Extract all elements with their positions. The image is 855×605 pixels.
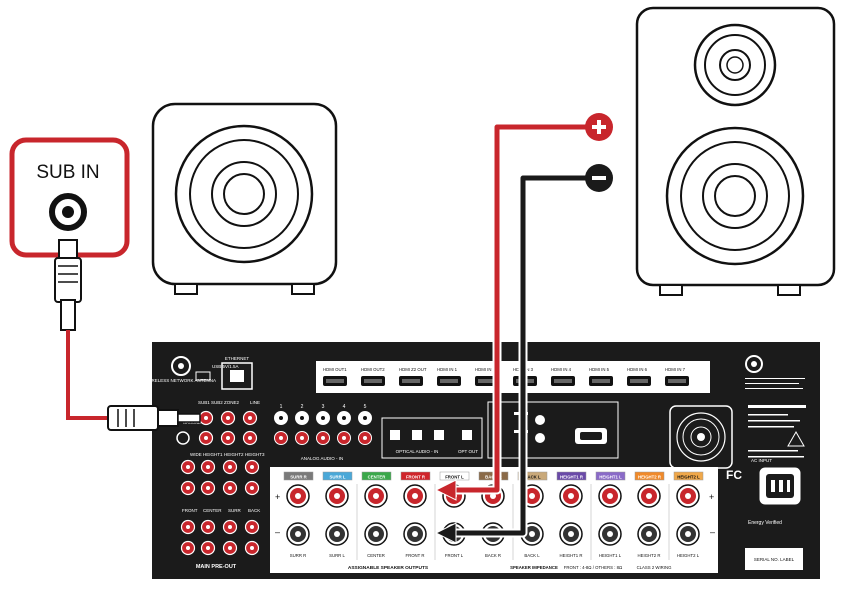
analog-num-1: 2: [301, 404, 304, 410]
speaker-header-bg: [673, 471, 704, 481]
preout-row1-a: WIDE: [190, 452, 202, 457]
ac-input-label: AC INPUT: [751, 458, 772, 463]
ethernet-label: ETHERNET: [225, 356, 250, 361]
speaker-header-bg: [361, 471, 392, 481]
line-label: LINE: [250, 400, 260, 405]
speaker-bottom-label-2: CENTER: [367, 553, 385, 558]
speaker: [635, 6, 836, 296]
hdmi-label-3: HDMI IN 1: [437, 367, 458, 372]
hdmi-label-8: HDMI IN 6: [627, 367, 648, 372]
hdmi-label-0: HDMI OUT1: [323, 367, 347, 372]
pre-out-section: SUB1 SUB2 ZONE2 LINE GROUND WIDE HEIGHT1…: [176, 400, 265, 570]
hdmi-label-9: HDMI IN 7: [665, 367, 686, 372]
speaker-bottom-label-6: BACK L: [524, 553, 540, 558]
minus-sign-right: –: [710, 527, 715, 537]
impedance-label: SPEAKER IMPEDANCE: [510, 565, 558, 570]
positive-arrow: [434, 479, 457, 501]
speaker-header-0: SURR R: [290, 475, 307, 480]
speaker-bottom-label-1: SURR L: [329, 553, 345, 558]
speaker-header-2: CENTER: [368, 475, 387, 480]
antenna-label: WIRELESS NETWORK ANTENNA: [146, 378, 216, 383]
hdmi-label-1: HDMI OUT2: [361, 367, 385, 372]
sub-zone-label: SUB1 SUB2 ZONE2: [198, 400, 240, 405]
optical-label: OPTICAL AUDIO - IN: [396, 449, 439, 454]
analog-audio-label: ANALOG AUDIO - IN: [301, 456, 344, 461]
assignable-label: ASSIGNABLE SPEAKER OUTPUTS: [348, 565, 429, 571]
sub-cable: [66, 330, 112, 420]
analog-num-0: 1: [280, 404, 283, 410]
plus-sign: +: [275, 492, 280, 502]
antenna-connector: WIRELESS NETWORK ANTENNA: [146, 356, 216, 383]
speaker-bottom-label-7: HEIGHT1 R: [560, 553, 583, 558]
class2-label: CLASS 2 WIRING: [637, 565, 673, 570]
main-preout-label: MAIN PRE-OUT: [196, 564, 237, 570]
sub-in-label: SUB IN: [36, 162, 99, 183]
energy-verified-label: Energy Verified: [748, 520, 782, 526]
speaker-header-10: HEIGHT2 L: [677, 475, 700, 480]
positive-icon: [585, 113, 613, 141]
preout-row1-b: HEIGHT1: [203, 452, 223, 457]
speaker-header-bg: [322, 471, 353, 481]
serial-label: SERIAL NO. LABEL: [754, 557, 795, 562]
speaker-header-4: FRONT L: [445, 475, 464, 480]
rca-plug-receiver: [107, 405, 201, 431]
analog-num-2: 3: [322, 404, 325, 410]
trigger-rs232-area: [487, 401, 619, 459]
speaker-bottom-label-0: SURR R: [290, 553, 306, 558]
plus-sign-right: +: [709, 492, 714, 502]
sub-in-callout: SUB IN: [9, 137, 130, 258]
av-receiver-back-panel: WIRELESS NETWORK ANTENNA USB 5V/1.5A ETH…: [146, 342, 820, 579]
opt-out-label: OPT OUT: [458, 449, 478, 454]
ethernet-port: ETHERNET: [221, 356, 253, 390]
negative-arrow: [434, 522, 457, 544]
preout-row2-d: BACK: [248, 508, 260, 513]
preout-row2-c: SURR: [228, 508, 242, 513]
hdmi-label-4: HDMI IN 2: [475, 367, 496, 372]
speaker-header-1: SURR L: [330, 475, 346, 480]
speaker-header-bg: [400, 471, 431, 481]
speaker-header-3: FRONT R: [406, 475, 426, 480]
subwoofer: [151, 102, 338, 295]
analog-audio-in: 1 2 3 4 5 ANALOG AUDIO - IN: [274, 404, 372, 461]
usb-label: USB 5V/1.5A: [212, 364, 239, 369]
speaker-header-7: HEIGHT1 R: [560, 475, 584, 480]
speaker-header-bg: [439, 471, 470, 481]
fc-mark: FC: [726, 468, 742, 482]
speaker-header-9: HEIGHT2 R: [638, 475, 662, 480]
analog-num-3: 4: [343, 404, 346, 410]
speaker-bottom-label-3: FRONT R: [405, 553, 424, 558]
speaker-bottom-label-4: FRONT L: [445, 553, 464, 558]
speaker-header-6: BACK L: [524, 475, 541, 480]
analog-num-4: 5: [364, 404, 367, 410]
preout-row1-d: HEIGHT3: [245, 452, 265, 457]
speaker-bottom-label-9: HEIGHT2 R: [638, 553, 661, 558]
rca-plug-top: [54, 239, 82, 331]
preout-row2-a: FRONT: [182, 508, 198, 513]
speaker-header-bg: [517, 471, 548, 481]
speaker-header-bg: [634, 471, 665, 481]
speaker-header-8: HEIGHT1 L: [599, 475, 622, 480]
preout-row1-c: HEIGHT2: [224, 452, 244, 457]
impedance-detail: FRONT : 4-8Ω / OTHERS : 8Ω: [564, 565, 623, 570]
speaker-bottom-label-8: HEIGHT1 L: [599, 553, 622, 558]
minus-sign: –: [275, 527, 280, 537]
speaker-bottom-label-10: HEIGHT2 L: [677, 553, 700, 558]
hdmi-label-2: HDMI Z2 OUT: [399, 367, 427, 372]
hdmi-label-7: HDMI IN 5: [589, 367, 610, 372]
hdmi-label-6: HDMI IN 4: [551, 367, 572, 372]
preout-row2-b: CENTER: [203, 508, 222, 513]
optical-audio-in: OPTICAL AUDIO - IN OPT OUT: [381, 417, 483, 459]
speaker-header-bg: [595, 471, 626, 481]
speaker-header-bg: [556, 471, 587, 481]
speaker-bottom-label-5: BACK R: [485, 553, 501, 558]
negative-icon: [585, 164, 613, 192]
speaker-header-bg: [283, 471, 314, 481]
